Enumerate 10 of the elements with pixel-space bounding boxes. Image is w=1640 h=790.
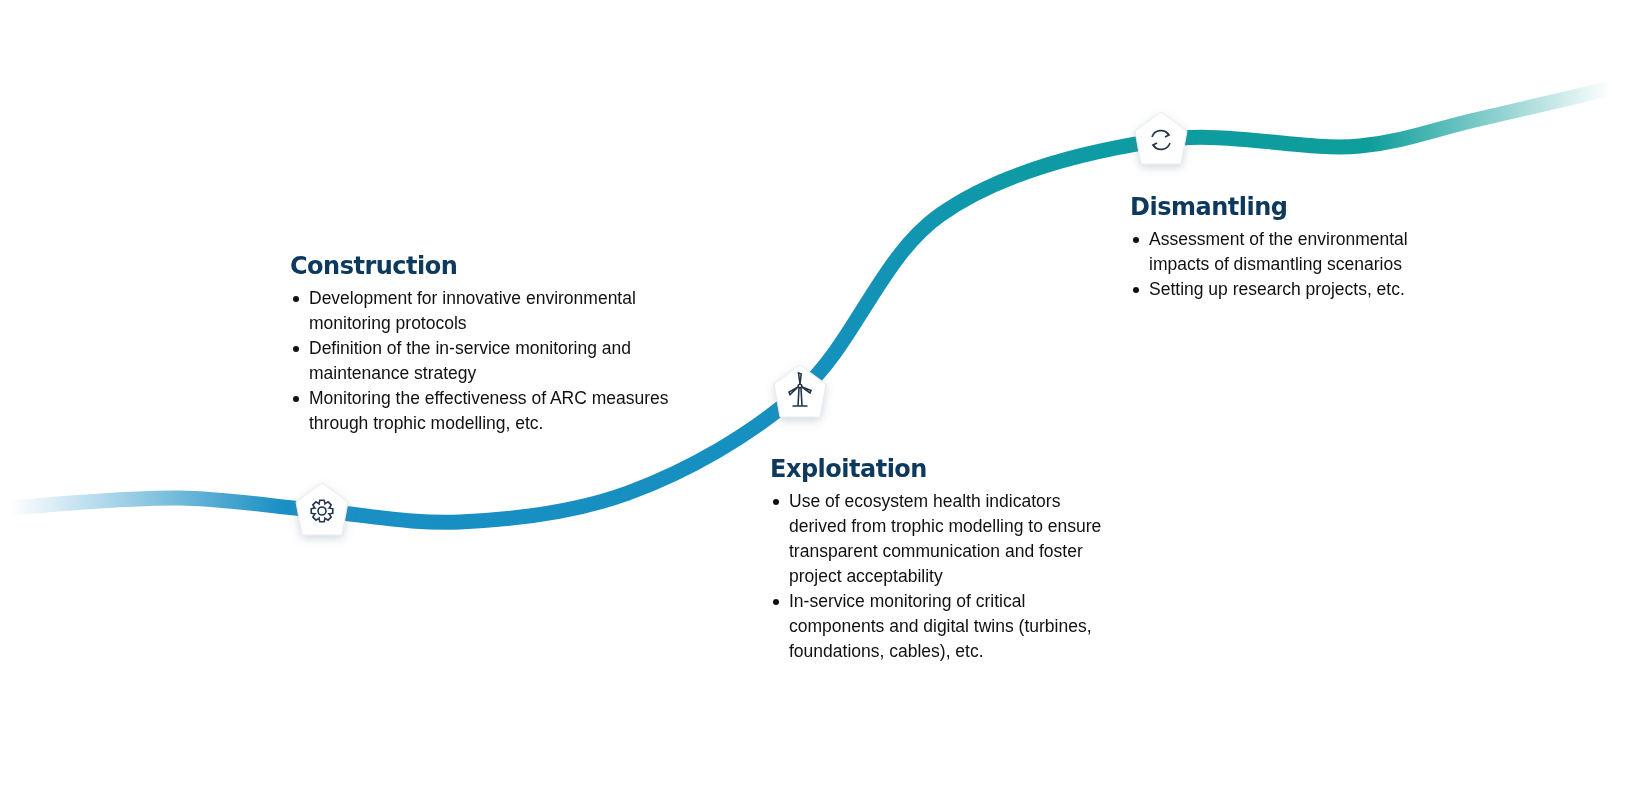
bullet-item: In-service monitoring of critical components and digital twins (turbines, foundations, cables), etc.: [770, 589, 1110, 664]
bullet-item: Setting up research projects, etc.: [1130, 277, 1460, 302]
stage-heading: Dismantling: [1130, 193, 1289, 221]
bullet-item: Development for innovative environmental monitoring protocols: [290, 286, 690, 336]
bullet-item: Assessment of the environmental impacts of dismantling scenarios: [1130, 227, 1460, 277]
stage-heading: Construction: [290, 252, 459, 280]
stage-heading: Exploitation: [770, 455, 928, 483]
bullet-item: Monitoring the effectiveness of ARC measures through trophic modelling, etc.: [290, 386, 690, 436]
bullet-item: Definition of the in-service monitoring and maintenance strategy: [290, 336, 690, 386]
bullet-item: Use of ecosystem health indicators derived from trophic modelling to ensure transparent communication and foster project acceptability: [770, 489, 1110, 589]
